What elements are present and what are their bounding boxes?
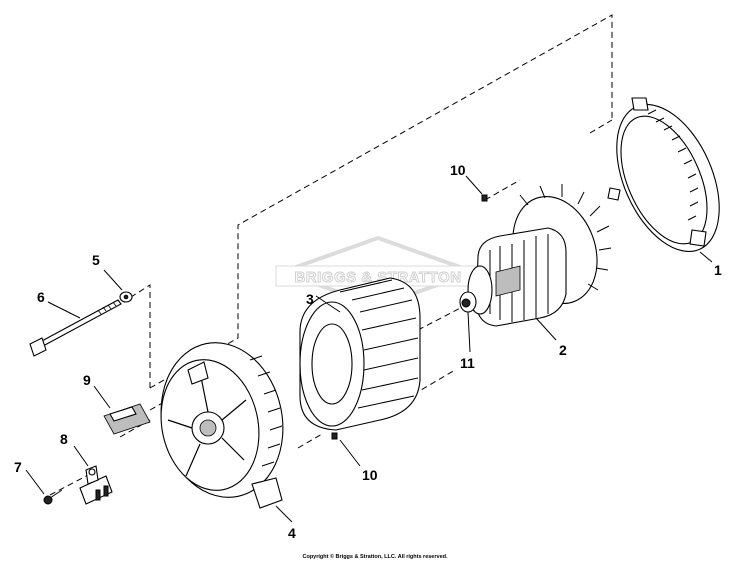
- callout-8: 8: [60, 431, 68, 447]
- part-front-housing: [160, 342, 284, 509]
- callout-7: 7: [14, 459, 22, 475]
- copyright-notice: Copyright © Briggs & Stratton, LLC. All …: [302, 554, 448, 560]
- part-rotor-assembly: [459, 184, 612, 327]
- leader-lines: [25, 175, 713, 523]
- callout-11: 11: [460, 355, 475, 371]
- part-pad: [103, 403, 151, 435]
- part-key-lower: [331, 432, 338, 440]
- brand-watermark: BRIGGS & STRATTON: [275, 235, 481, 309]
- callout-2: 2: [559, 342, 567, 358]
- part-stator: [299, 277, 421, 431]
- callout-10-upper: 10: [450, 162, 466, 178]
- callout-3: 3: [306, 291, 314, 307]
- watermark-text: BRIGGS & STRATTON: [294, 269, 461, 286]
- part-brush-holder: [79, 465, 113, 505]
- part-rear-housing: [607, 97, 720, 253]
- callout-1: 1: [714, 262, 722, 278]
- part-screw: [43, 489, 63, 505]
- callout-10-lower: 10: [362, 467, 378, 483]
- callout-9: 9: [83, 372, 91, 388]
- callout-labels: 1 2 3 4 5 6 7 8 9 10 10 11: [14, 162, 722, 541]
- part-through-bolt: [29, 299, 122, 357]
- callout-6: 6: [37, 289, 45, 305]
- callout-4: 4: [288, 525, 296, 541]
- part-washer: [119, 291, 133, 303]
- callout-5: 5: [92, 252, 100, 268]
- part-key-upper: [481, 194, 488, 202]
